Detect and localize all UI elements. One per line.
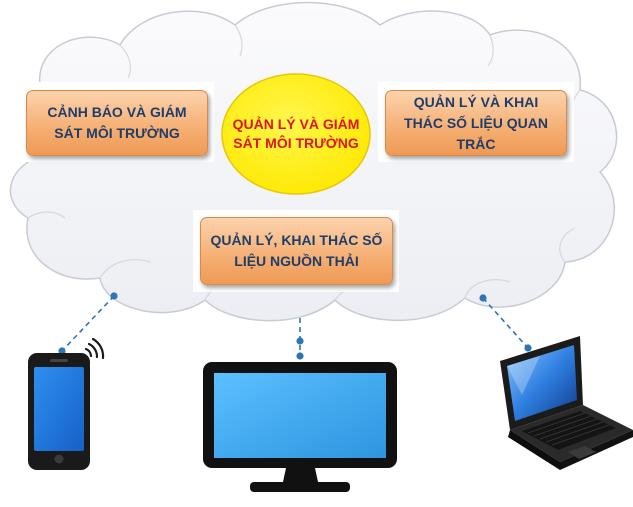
left-box: CẢNH BÁO VÀ GIÁM SÁT MÔI TRƯỜNG xyxy=(26,90,208,156)
wifi-signal-icon xyxy=(84,337,105,360)
bottom-box-label: QUẢN LÝ, KHAI THÁC SỐ LIỆU NGUỒN THẢI xyxy=(210,232,383,269)
smartphone-icon xyxy=(28,337,105,470)
connector-laptop xyxy=(482,297,529,349)
connector-phone xyxy=(61,295,115,352)
center-label: QUẢN LÝ VÀ GIÁM SÁT MÔI TRƯỜNG xyxy=(232,116,360,151)
right-box-label: QUẢN LÝ VÀ KHAI THÁC SỐ LIỆU QUAN TRẮC xyxy=(404,93,548,152)
laptop-icon xyxy=(500,336,633,470)
right-box: QUẢN LÝ VÀ KHAI THÁC SỐ LIỆU QUAN TRẮC xyxy=(385,90,567,156)
bottom-box: QUẢN LÝ, KHAI THÁC SỐ LIỆU NGUỒN THẢI xyxy=(200,217,393,285)
left-box-label: CẢNH BÁO VÀ GIÁM SÁT MÔI TRƯỜNG xyxy=(47,104,187,141)
connector-lines xyxy=(61,295,529,356)
connector-dots xyxy=(58,292,532,360)
center-circle: QUẢN LÝ VÀ GIÁM SÁT MÔI TRƯỜNG xyxy=(222,74,370,194)
monitor-icon xyxy=(203,362,397,492)
center-circle-shape xyxy=(221,73,371,195)
